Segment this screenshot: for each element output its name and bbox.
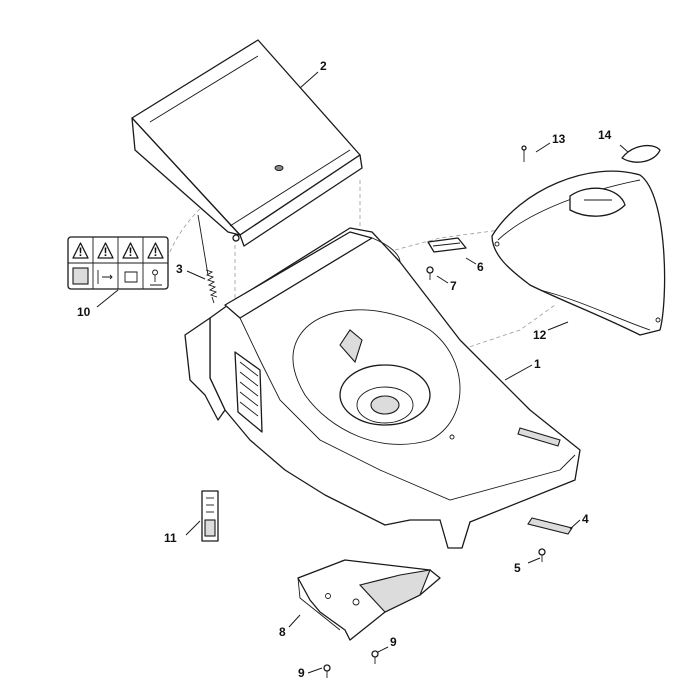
callout-14: 14 (598, 128, 612, 142)
svg-text:!: ! (129, 245, 133, 259)
part-2-grass-box (131, 39, 363, 247)
operator-icon (124, 271, 138, 283)
callout-4: 4 (582, 512, 589, 526)
leader-lines (96, 71, 629, 674)
distance-icon (97, 270, 113, 284)
part-6-clip (427, 237, 467, 253)
callout-1: 1 (534, 357, 541, 371)
manual-book-icon (72, 267, 89, 285)
svg-text:!: ! (79, 245, 83, 259)
part-4-plate (527, 517, 573, 535)
callout-5: 5 (514, 561, 521, 575)
callout-10: 10 (77, 305, 91, 319)
warning-triangle-icon (122, 242, 139, 259)
callout-9-left: 9 (298, 666, 305, 680)
callout-6: 6 (477, 260, 484, 274)
callout-13: 13 (552, 132, 566, 146)
part-8-baffle (297, 559, 441, 641)
callout-2: 2 (320, 59, 327, 73)
warning-triangle-icon (72, 242, 89, 259)
part-13-screw (521, 145, 527, 162)
part-12-rear-cover (491, 170, 666, 336)
part-14-insert (621, 144, 661, 163)
callout-8: 8 (279, 625, 286, 639)
person-hazard-icon (150, 269, 162, 286)
warning-triangle-icon (147, 242, 164, 259)
part-9-screw-right (371, 650, 379, 664)
part-3-spring-rod (197, 214, 218, 304)
part-7-screw (426, 266, 434, 280)
svg-text:!: ! (154, 245, 158, 259)
callout-9-right: 9 (390, 635, 397, 649)
part-5-screw (538, 548, 546, 562)
callout-3: 3 (176, 262, 183, 276)
part-11-decal (201, 490, 219, 542)
callout-7: 7 (450, 279, 457, 293)
callout-labels: 2 3 10 6 7 1 12 13 14 4 5 11 8 9 9 (77, 59, 612, 680)
part-1-deck-housing (184, 227, 581, 549)
callout-12: 12 (533, 328, 547, 342)
callout-11: 11 (164, 531, 177, 545)
part-9-screw-left (323, 664, 331, 678)
warning-triangle-icon (97, 242, 114, 259)
svg-text:!: ! (104, 245, 108, 259)
part-10-warning-label: ! ! ! ! (67, 236, 169, 290)
